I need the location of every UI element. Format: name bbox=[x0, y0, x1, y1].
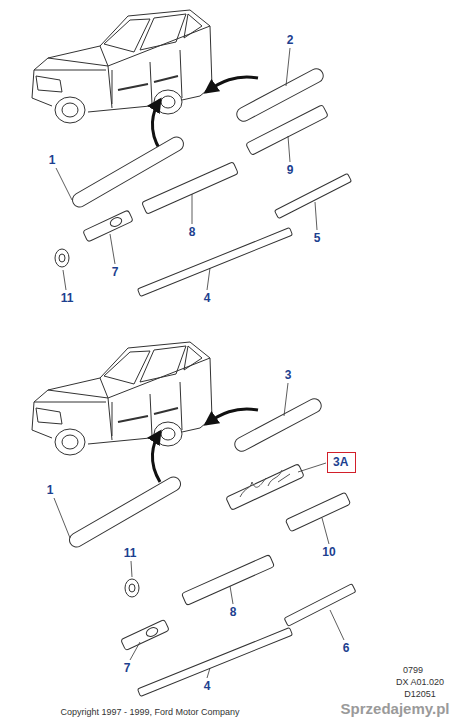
callout-number: 2 bbox=[287, 34, 294, 46]
callout-number: 5 bbox=[314, 232, 321, 244]
callout-number: 9 bbox=[287, 164, 294, 176]
footer-note: DX A01.020 bbox=[396, 678, 444, 687]
callout-number: 8 bbox=[230, 606, 237, 618]
callout-number: 11 bbox=[61, 292, 74, 304]
callout-number: 4 bbox=[204, 680, 211, 692]
callout-number: 7 bbox=[112, 266, 119, 278]
callout-number: 1 bbox=[47, 484, 54, 496]
callout-number: 4 bbox=[204, 292, 211, 304]
callout-number: 7 bbox=[124, 662, 131, 674]
callout-number: 10 bbox=[322, 546, 335, 558]
callout-number: 6 bbox=[343, 642, 350, 654]
footer-note: Copyright 1997 - 1999, Ford Motor Compan… bbox=[60, 708, 239, 717]
footer-note: D12051 bbox=[404, 690, 436, 699]
callout-number: 3 bbox=[285, 369, 292, 381]
callout-number: 3A bbox=[328, 453, 355, 471]
callout-number: 11 bbox=[124, 547, 137, 559]
callout-number: 8 bbox=[189, 226, 196, 238]
callout-number: 1 bbox=[49, 154, 56, 166]
footer-note: 0799 bbox=[403, 666, 423, 675]
watermark: Sprzedajemy.pl bbox=[341, 701, 450, 716]
callout-box: 3A bbox=[327, 452, 356, 473]
